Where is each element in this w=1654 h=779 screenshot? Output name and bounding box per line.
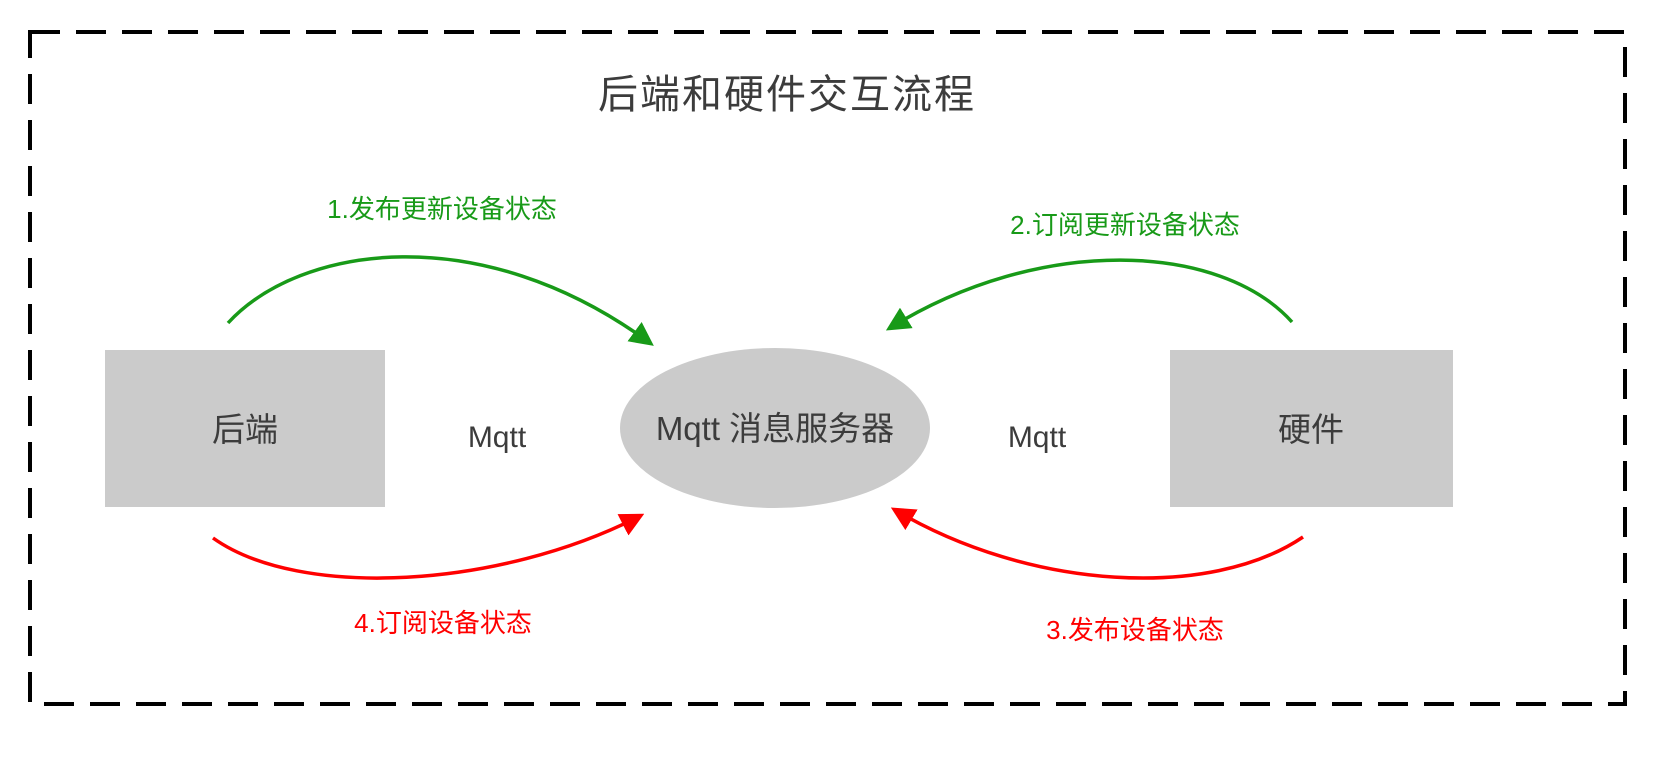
- publish-update-arrow: [226, 255, 654, 346]
- mqtt-broker-node-label: Mqtt 消息服务器: [656, 410, 894, 447]
- diagram-title: 后端和硬件交互流程: [598, 73, 976, 117]
- hardware-node-label: 硬件: [1278, 411, 1344, 448]
- hardware-node: [1170, 350, 1453, 507]
- subscribe-status-label: 4.订阅设备状态: [354, 608, 532, 638]
- subscribe-status-arrow: [211, 513, 645, 580]
- publish-status-label: 3.发布设备状态: [1046, 615, 1224, 645]
- protocol-label-left: Mqtt: [468, 421, 527, 454]
- backend-node: [105, 350, 385, 507]
- publish-status-arrow: [890, 507, 1304, 580]
- protocol-label-right: Mqtt: [1008, 421, 1067, 454]
- publish-update-label: 1.发布更新设备状态: [327, 194, 557, 224]
- backend-node-label: 后端: [212, 411, 278, 448]
- diagram-border: [28, 30, 1627, 706]
- subscribe-update-label: 2.订阅更新设备状态: [1010, 210, 1240, 240]
- subscribe-update-arrow: [885, 258, 1294, 331]
- mqtt-broker-node: [620, 348, 930, 508]
